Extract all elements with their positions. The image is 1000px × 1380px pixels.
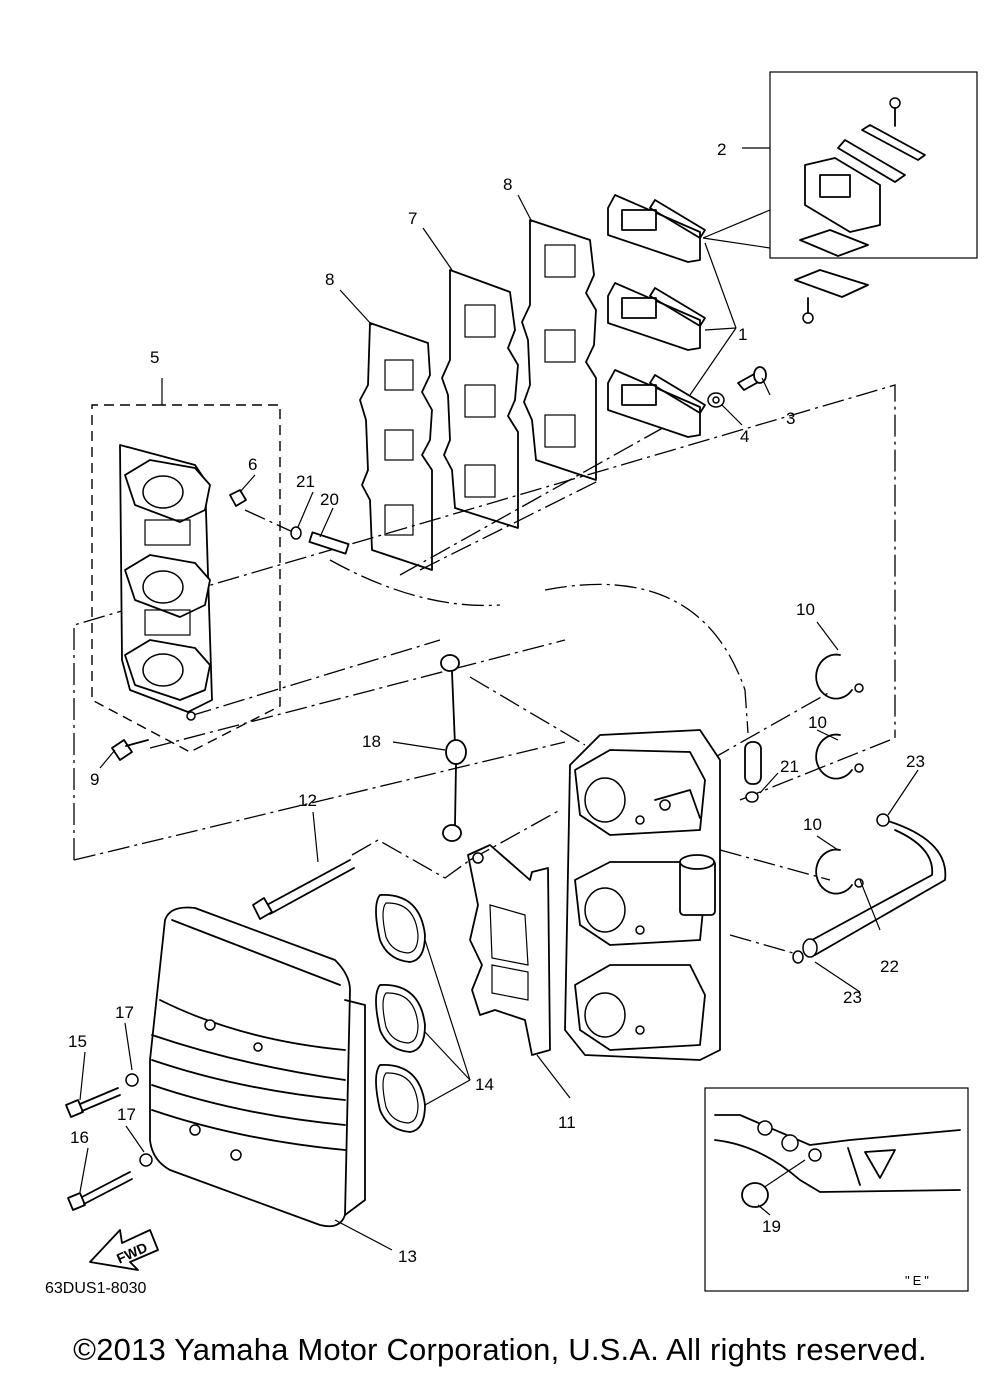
callout-17b: 17 (117, 1105, 136, 1124)
callout-13: 13 (398, 1247, 417, 1266)
callout-12: 12 (298, 791, 317, 810)
callout-15: 15 (68, 1032, 87, 1051)
callout-3: 3 (786, 409, 795, 428)
detail-e-box (704, 1087, 969, 1292)
intake-manifold-assembly (91, 404, 281, 761)
callout-23a: 23 (906, 752, 925, 771)
detail-e-label: "E" (905, 1273, 932, 1288)
intake-gaskets (359, 219, 597, 571)
exploded-parts-diagram: FWD (45, 71, 978, 1297)
silencer-seals (375, 894, 426, 1133)
reed-valve-detail (702, 71, 978, 324)
callout-11: 11 (558, 1113, 576, 1132)
callout-2: 2 (717, 140, 726, 159)
callout-10a: 10 (796, 600, 815, 619)
callout-16: 16 (70, 1128, 89, 1147)
fuel-hose (792, 813, 947, 964)
callout-9: 9 (90, 770, 99, 789)
callout-10b: 10 (808, 713, 827, 732)
forward-direction-arrow: FWD (89, 1229, 159, 1271)
leader-lines (79, 147, 919, 1251)
o-rings (815, 653, 864, 895)
callout-20: 20 (320, 490, 339, 509)
callout-22: 22 (880, 957, 899, 976)
carb-gasket (467, 844, 551, 1056)
intake-silencer (149, 906, 366, 1228)
callout-18: 18 (362, 732, 381, 751)
callout-7: 7 (408, 209, 417, 228)
callout-6: 6 (248, 455, 257, 474)
callout-1: 1 (738, 325, 747, 344)
carburetor-assembly (564, 729, 762, 1061)
callout-17a: 17 (115, 1003, 134, 1022)
copyright-notice: ©2013 Yamaha Motor Corporation, U.S.A. A… (73, 1332, 927, 1367)
callout-8a: 8 (325, 270, 334, 289)
callout-23b: 23 (843, 988, 862, 1007)
pin-and-clip (290, 526, 350, 555)
callout-numbers: 1 2 3 4 5 6 7 8 8 9 10 10 10 11 12 13 14… (68, 140, 925, 1266)
callout-21a: 21 (296, 472, 315, 491)
callout-10c: 10 (803, 815, 822, 834)
reference-lines (73, 384, 896, 956)
callout-4: 4 (740, 427, 749, 446)
link-rod (440, 654, 467, 842)
silencer-screws (65, 1073, 153, 1211)
diagram-code: 63DUS1-8030 (45, 1280, 147, 1297)
reed-valve-assemblies (607, 194, 706, 438)
screw-and-washer (707, 366, 767, 408)
callout-8b: 8 (503, 175, 512, 194)
long-bolt (252, 859, 355, 920)
callout-14: 14 (475, 1075, 494, 1094)
callout-19: 19 (762, 1217, 781, 1236)
callout-21b: 21 (780, 757, 799, 776)
callout-5: 5 (150, 348, 159, 367)
